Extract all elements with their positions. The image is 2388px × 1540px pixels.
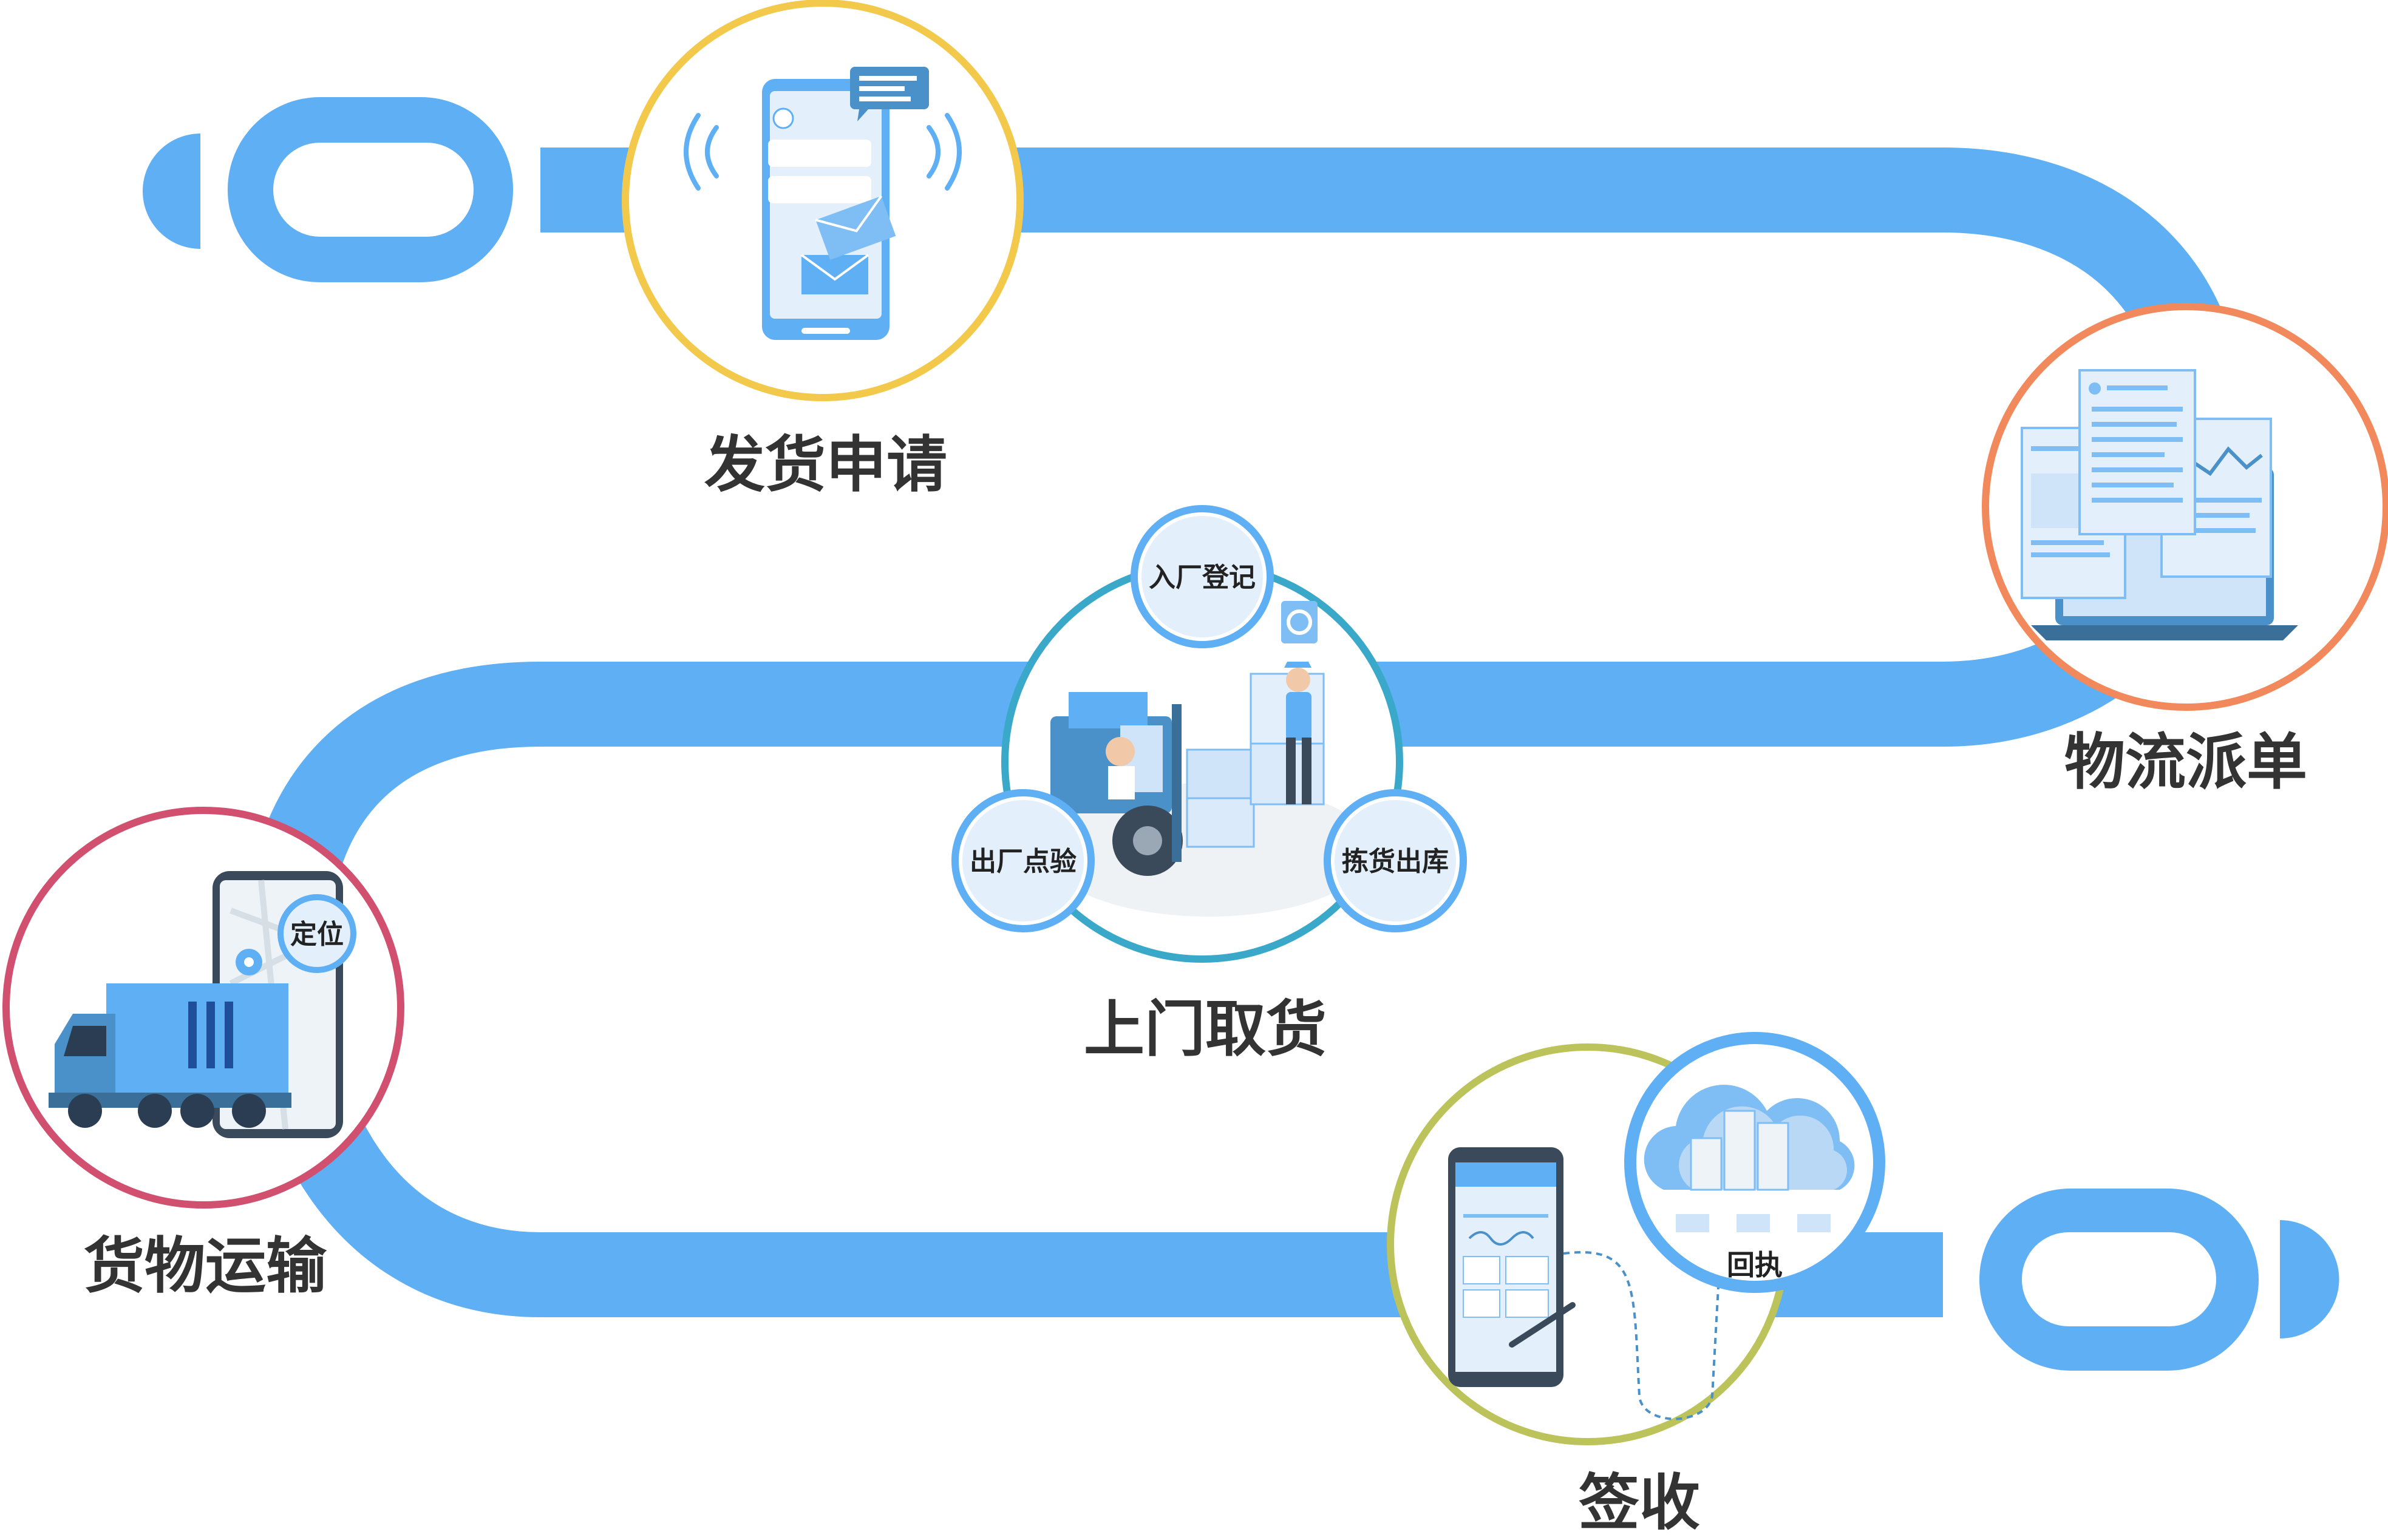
start-capsule-window [273,143,474,237]
substep-receipt: 回执 [1624,1032,1885,1293]
phone-signature-icon [1448,1147,1720,1420]
phone-message-icon [684,67,962,340]
step-dispatch: 物流派单 [1982,303,2388,798]
substep-locate: 定位 [277,894,356,973]
start-capsule [143,97,513,282]
receipt-label: 回执 [1727,1249,1783,1281]
substep-entry: 入厂登记 [1131,505,1274,648]
forklift-warehouse-icon [1044,601,1372,917]
step-transport: 定位 货物运输 [2,807,404,1301]
end-capsule [1979,1189,2339,1371]
laptop-documents-icon [2021,369,2298,640]
exit-check-label: 出厂点验 [970,846,1077,877]
step-sign: 回执 签收 [1387,1032,1885,1538]
dispatch-label: 物流派单 [2064,727,2307,798]
entry-label: 入厂登记 [1149,562,1256,593]
locate-label: 定位 [290,919,344,950]
substep-exit-check: 出厂点验 [951,789,1095,932]
transport-label: 货物运输 [84,1230,327,1301]
picking-label: 拣货出库 [1342,846,1449,877]
cloud-server-icon [1644,1085,1855,1232]
end-capsule-cap [2280,1220,2339,1338]
pickup-label: 上门取货 [1084,994,1327,1065]
start-capsule-cap [143,134,200,249]
step-pickup: 入厂登记 出厂点验 拣货出库 上门取货 [951,505,1467,1065]
step-apply: 发货申请 [622,0,1024,500]
apply-label: 发货申请 [704,429,947,500]
substep-picking: 拣货出库 [1324,789,1467,932]
sign-label: 签收 [1579,1467,1700,1538]
end-capsule-window [2022,1232,2216,1326]
